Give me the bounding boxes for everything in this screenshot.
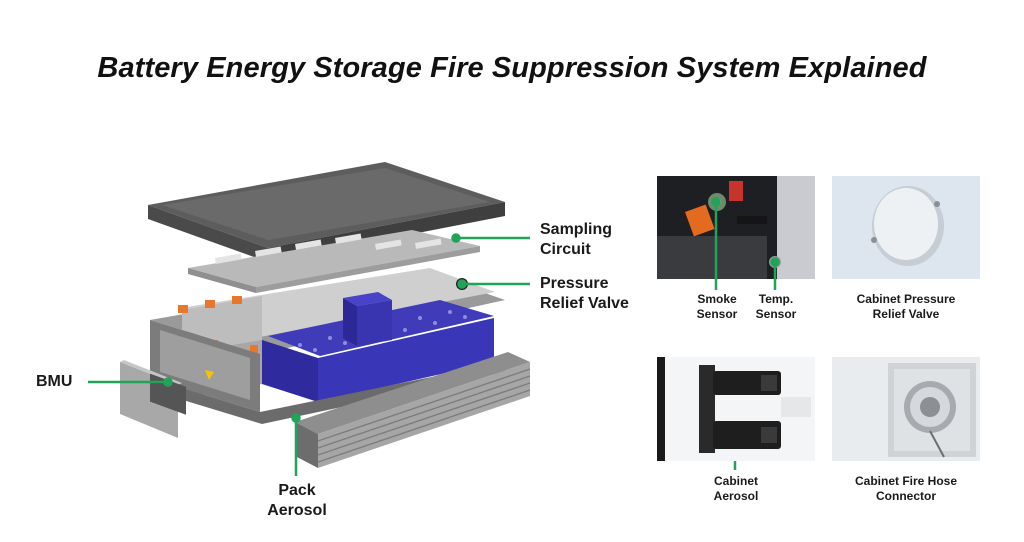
photo-cabinet-pressure-relief-valve	[832, 176, 980, 279]
leader-lines	[88, 233, 530, 476]
photo-cabinet-aerosol	[657, 357, 815, 461]
label-cabinet-aerosol: Cabinet Aerosol	[713, 474, 759, 503]
label-cabinet-fire-hose-connector: Cabinet Fire Hose Connector	[854, 474, 958, 503]
sampling-circuit-board	[188, 230, 480, 293]
label-bmu: BMU	[36, 373, 73, 390]
label-smoke-sensor: Smoke Sensor	[696, 292, 738, 321]
pack-lid	[148, 162, 505, 262]
label-pressure-relief-valve: Pressure Relief Valve	[540, 275, 629, 312]
label-cabinet-pressure-relief-valve: Cabinet Pressure Relief Valve	[856, 292, 956, 321]
battery-module	[150, 268, 505, 424]
label-sampling-circuit: Sampling Circuit	[540, 221, 613, 258]
photo-sensors	[657, 176, 815, 279]
label-pack-aerosol: Pack Aerosol	[267, 482, 327, 519]
pack-side-panel	[295, 352, 531, 468]
page-title: Battery Energy Storage Fire Suppression …	[97, 52, 927, 84]
photo-cabinet-fire-hose-connector	[832, 357, 980, 461]
label-temp-sensor: Temp. Sensor	[755, 292, 797, 321]
